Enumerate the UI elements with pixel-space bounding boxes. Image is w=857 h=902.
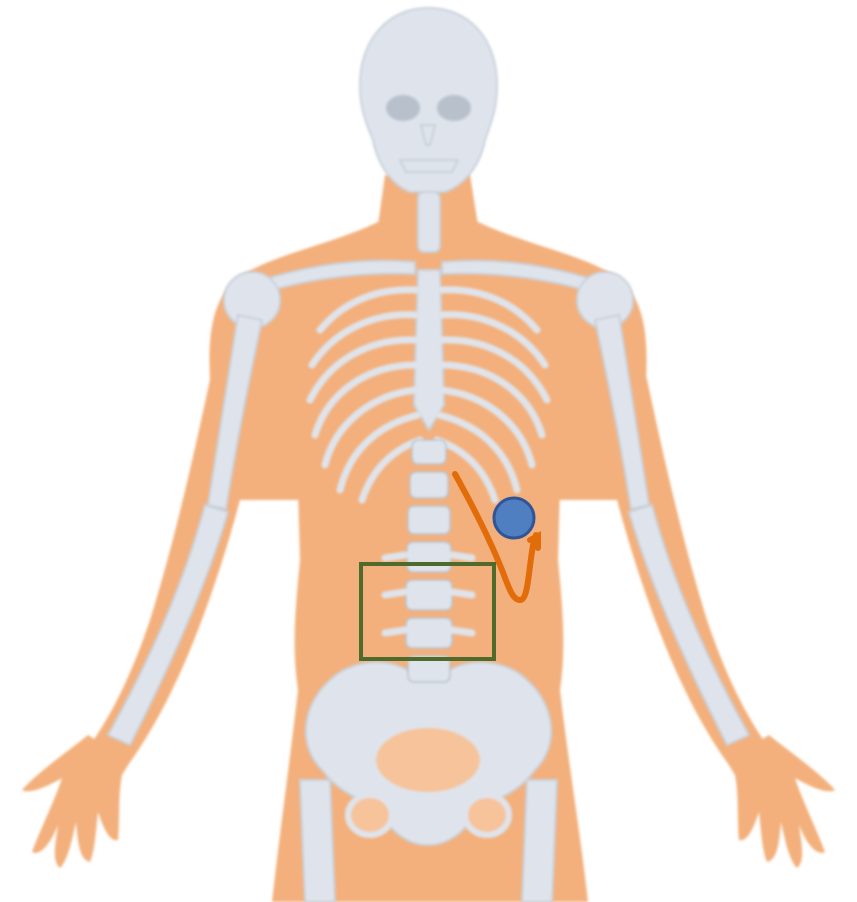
right-femur	[522, 780, 557, 902]
left-femur	[300, 780, 335, 902]
vertebra	[407, 542, 451, 572]
vertebra	[410, 472, 448, 498]
left-hand-skin	[22, 735, 130, 868]
left-obturator	[348, 795, 392, 835]
implanted-pulse-generator	[494, 498, 534, 538]
right-eye-socket	[437, 95, 471, 121]
vertebra	[406, 618, 452, 648]
right-forearm	[629, 505, 749, 745]
vertebra	[406, 580, 452, 610]
pelvic-inlet	[373, 725, 483, 795]
right-obturator	[465, 795, 509, 835]
vertebra	[412, 440, 446, 464]
sternum	[414, 270, 444, 430]
vertebra	[408, 506, 450, 534]
left-eye-socket	[386, 95, 420, 121]
teeth	[400, 160, 458, 172]
cervical-spine	[418, 192, 440, 252]
right-hand-skin	[727, 735, 835, 868]
left-forearm	[108, 505, 228, 745]
